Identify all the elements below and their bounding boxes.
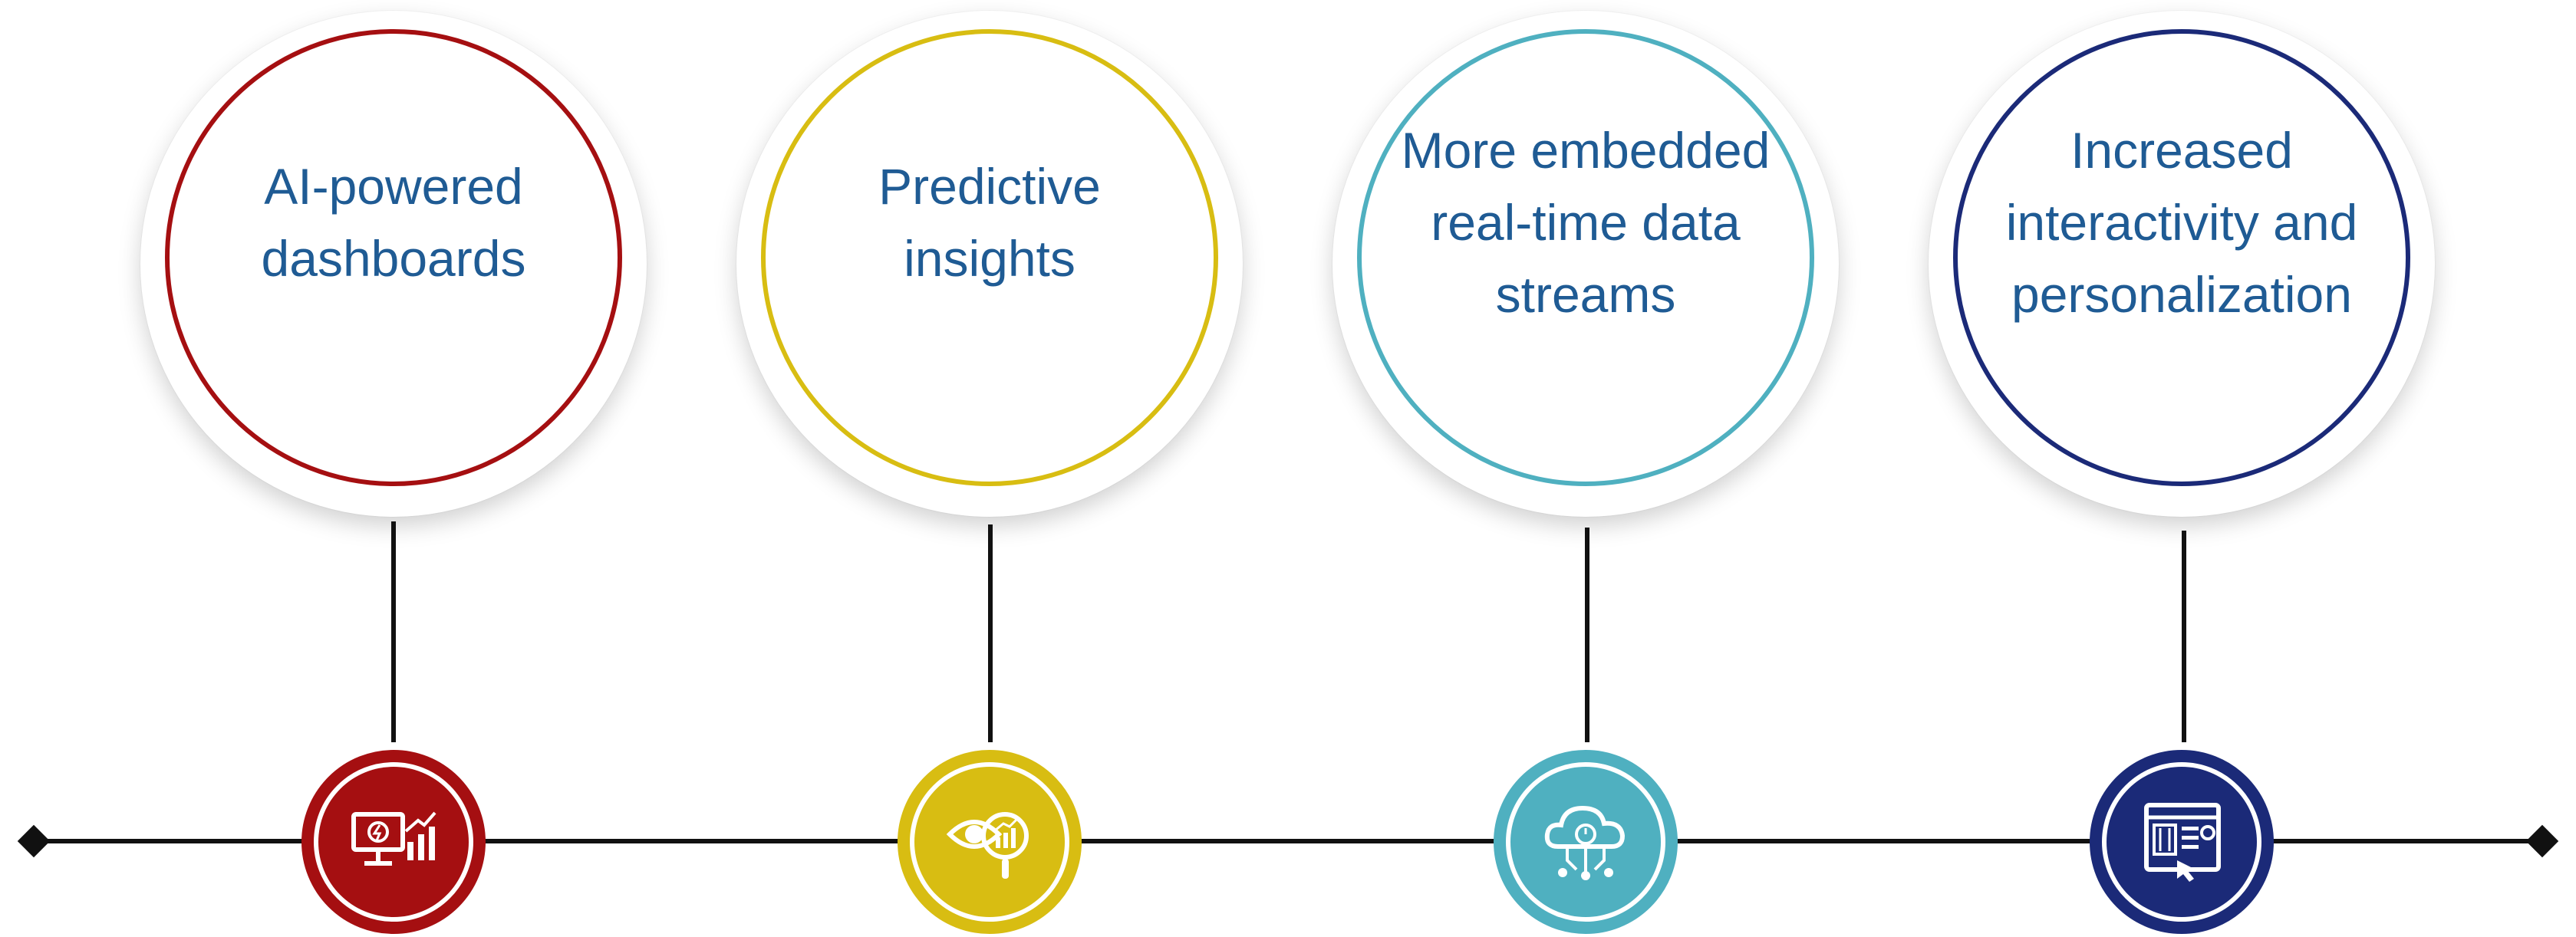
item-label: Increased interactivity and personalizat…: [2005, 122, 2358, 323]
timeline-end-marker: [2525, 824, 2559, 858]
bubble-ring: AI-powered dashboards: [165, 29, 622, 486]
cloud-data-stream-icon: [1510, 767, 1661, 917]
connector-stem: [2182, 531, 2186, 742]
timeline-item-2: Predictive insights: [729, 0, 1250, 937]
timeline-item-3: More embedded real-time data streams: [1325, 0, 1846, 937]
interactive-dashboard-icon: [2107, 767, 2257, 917]
connector-stem: [1585, 528, 1589, 742]
connector-stem: [391, 521, 396, 742]
item-label: Predictive insights: [878, 158, 1101, 287]
connector-stem: [988, 524, 993, 742]
bubble-ring: Increased interactivity and personalizat…: [1953, 29, 2410, 486]
timeline-axis: [31, 839, 2547, 843]
item-label: More embedded real-time data streams: [1401, 122, 1771, 323]
timeline-item-1: AI-powered dashboards: [133, 0, 654, 937]
timeline-start-marker: [17, 824, 51, 858]
timeline-item-4: Increased interactivity and personalizat…: [1921, 0, 2443, 937]
item-label: AI-powered dashboards: [261, 158, 526, 287]
bubble-ring: Predictive insights: [761, 29, 1218, 486]
dashboard-monitor-icon: [318, 767, 469, 917]
bubble-ring: More embedded real-time data streams: [1357, 29, 1814, 486]
predictive-eye-chart-icon: [914, 767, 1065, 917]
